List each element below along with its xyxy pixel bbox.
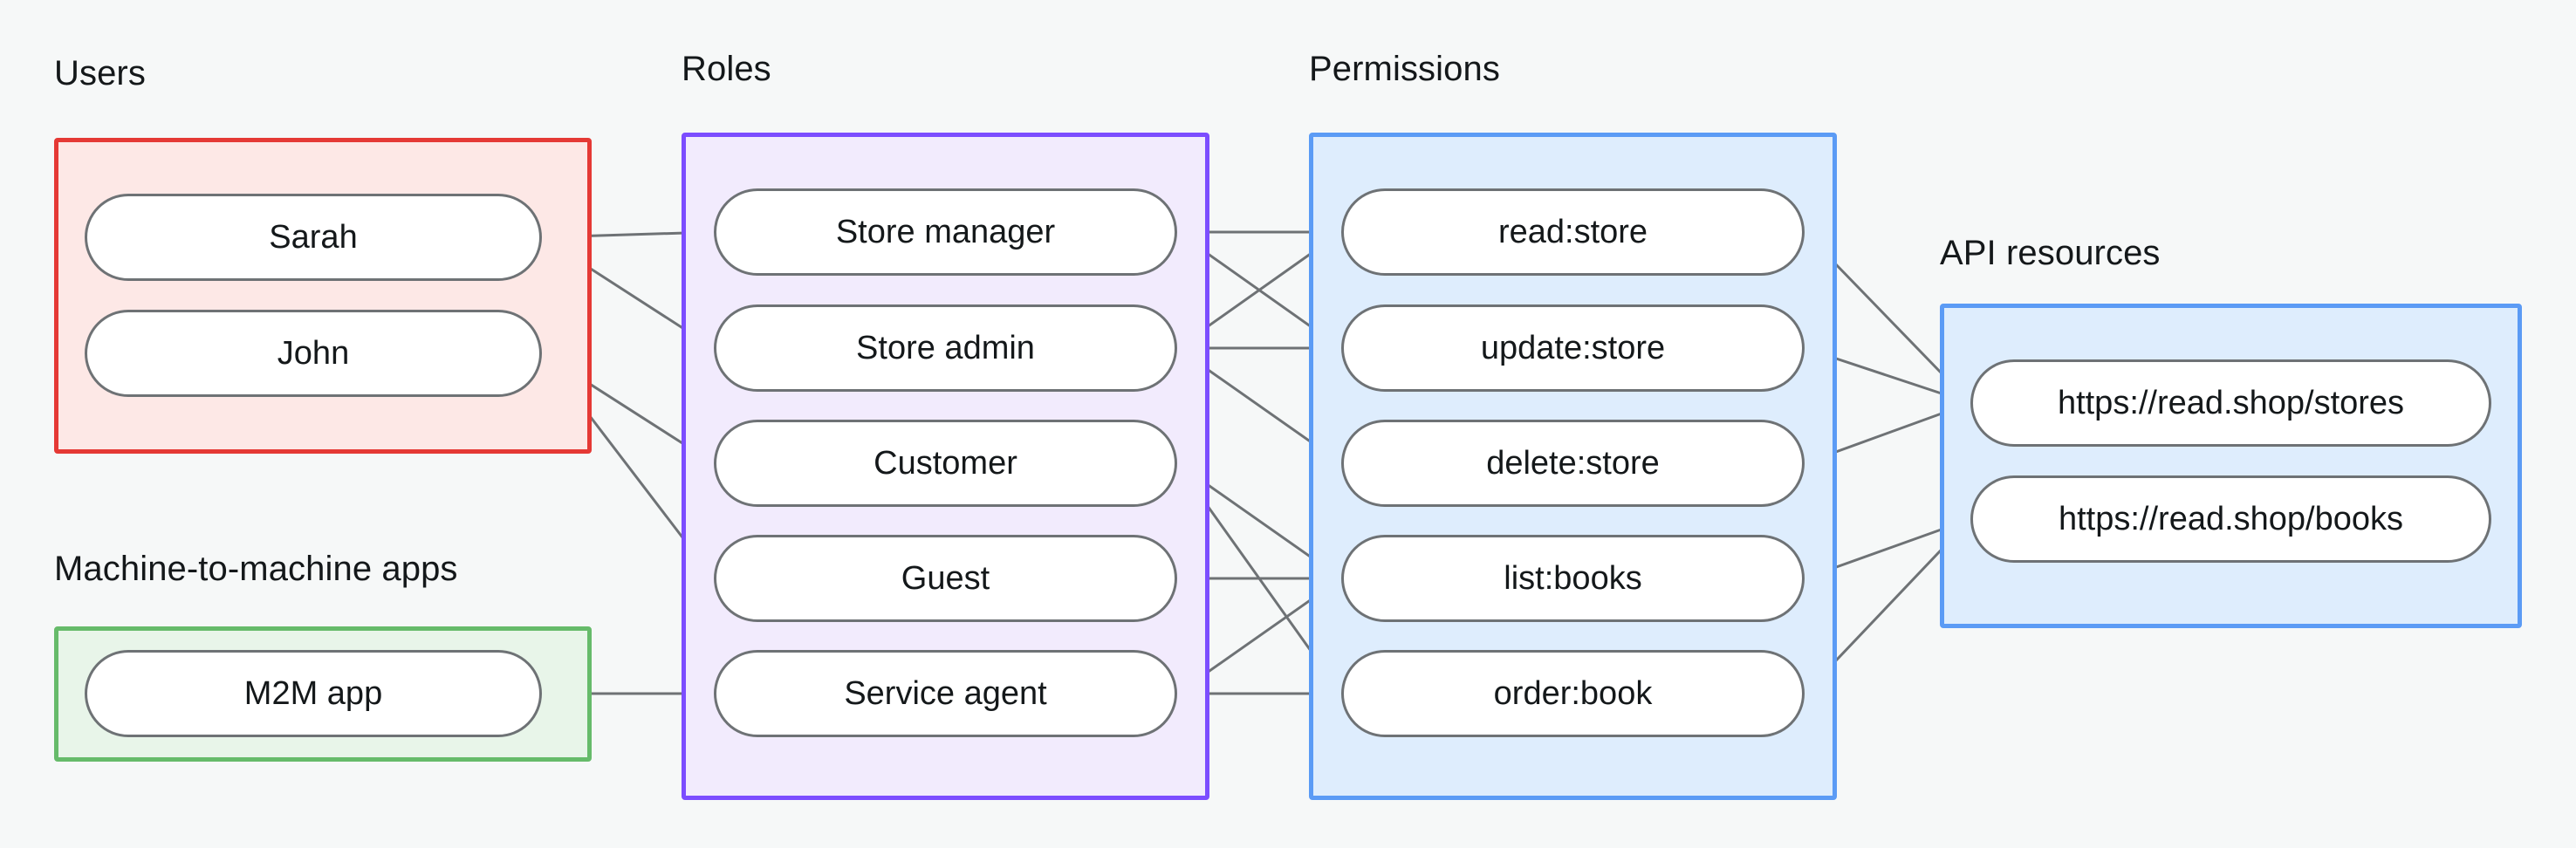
group-label-permissions: Permissions (1309, 50, 1500, 88)
node-m2mapp[interactable]: M2M app (85, 650, 542, 737)
group-box-users (54, 138, 592, 454)
node-sarah[interactable]: Sarah (85, 194, 542, 281)
node-customer[interactable]: Customer (714, 420, 1177, 507)
node-api_books[interactable]: https://read.shop/books (1970, 475, 2491, 563)
node-order_book[interactable]: order:book (1341, 650, 1805, 737)
node-store_manager[interactable]: Store manager (714, 188, 1177, 276)
node-john[interactable]: John (85, 310, 542, 397)
group-label-roles: Roles (682, 50, 771, 88)
group-label-users: Users (54, 54, 146, 92)
group-label-m2m: Machine-to-machine apps (54, 550, 458, 588)
node-update_store[interactable]: update:store (1341, 304, 1805, 392)
node-api_stores[interactable]: https://read.shop/stores (1970, 359, 2491, 447)
node-read_store[interactable]: read:store (1341, 188, 1805, 276)
node-guest[interactable]: Guest (714, 535, 1177, 622)
node-list_books[interactable]: list:books (1341, 535, 1805, 622)
node-delete_store[interactable]: delete:store (1341, 420, 1805, 507)
group-box-api (1940, 304, 2522, 628)
node-service_agent[interactable]: Service agent (714, 650, 1177, 737)
node-store_admin[interactable]: Store admin (714, 304, 1177, 392)
group-label-api: API resources (1940, 234, 2161, 272)
